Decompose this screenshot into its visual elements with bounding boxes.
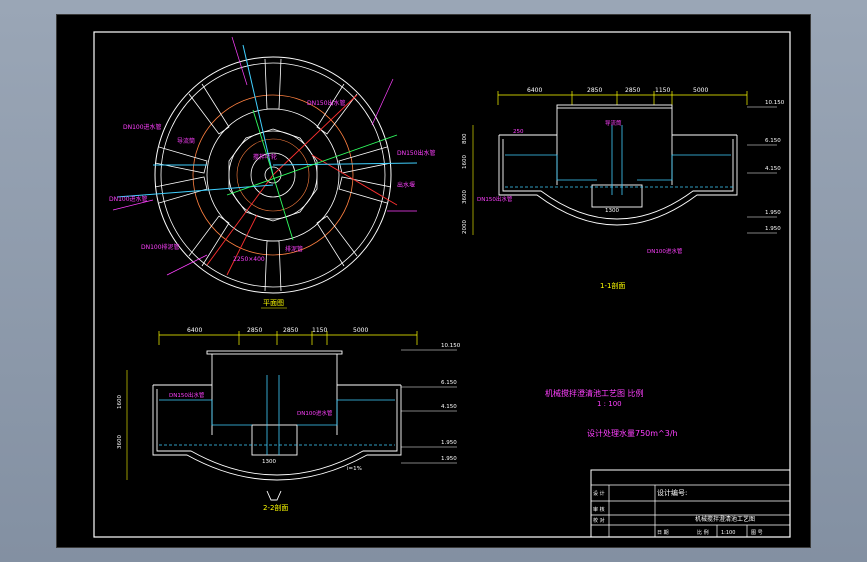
s1-elev-4: 1.950	[765, 210, 781, 216]
s1-dim-3: 2850	[625, 87, 640, 94]
plan-annotation-d: 2250×400	[233, 256, 265, 263]
plan-pipe-left: DN100进水管	[109, 195, 148, 203]
notes-scale: 1 : 100	[597, 400, 622, 408]
plan-annotation-e: 排泥管	[285, 245, 303, 253]
tb-cell-2: 审 核	[593, 506, 605, 513]
s1-width: 1300	[605, 208, 619, 214]
plan-pipe-right: DN150出水管	[397, 149, 436, 157]
s1-dim-2: 2850	[587, 87, 602, 94]
plan-pipe-top: DN150出水管	[307, 99, 346, 107]
s2-left-dim-2: 3600	[117, 435, 123, 449]
tb-cell-4: 日 期	[657, 530, 669, 536]
tb-cell-6: 1:100	[721, 530, 735, 536]
tb-drawing-name: 机械搅拌澄清池工艺图	[695, 515, 755, 523]
title-block: 设计编号: 机械搅拌澄清池工艺图 设 计 审 核 校 对 日 期 比 例 1:1…	[590, 469, 791, 538]
s2-dim-3: 2850	[283, 327, 298, 334]
plan-pipe-bottom: DN100排泥管	[141, 243, 180, 251]
s2-elev-3: 4.150	[441, 404, 457, 410]
s1-pipe-b: DN100进水管	[647, 247, 683, 255]
plan-pipe-lower-left: DN100进水管	[123, 123, 162, 131]
s2-elev-2: 6.150	[441, 380, 457, 386]
s2-pipe-a: DN150出水管	[169, 391, 205, 399]
s1-note: 导流筒	[605, 119, 622, 127]
plan-annotation-a: 导流筒	[177, 137, 195, 145]
s1-elev-5: 1.950	[765, 226, 781, 232]
s1-dim-5: 5000	[693, 87, 708, 94]
section-2-2: 6400 2850 2850 1150 5000	[117, 327, 461, 512]
s2-pipe-b: DN100进水管	[297, 409, 333, 417]
s2-dim-4: 1150	[312, 327, 327, 334]
drawing-sheet: DN100进水管 DN100进水管 DN150出水管 DN150出水管 DN10…	[56, 14, 811, 548]
s1-left-dim-2: 1600	[462, 155, 468, 169]
s2-elev-5: 1.950	[441, 456, 457, 462]
s1-elev-3: 4.150	[765, 166, 781, 172]
s1-left-dim-3: 3600	[462, 190, 468, 204]
s2-dim-2: 2850	[247, 327, 262, 334]
s2-slope: i=1%	[347, 466, 362, 472]
s1-left-dim-4: 2000	[462, 220, 468, 234]
design-notes: 机械搅拌澄清池工艺图 比例 1 : 100 设计处理水量750m^3/h	[545, 388, 678, 438]
plan-annotation-b: 搅拌叶轮	[253, 153, 277, 161]
s1-dim-4: 1150	[655, 87, 670, 94]
tb-cell-7: 图 号	[751, 530, 763, 536]
plan-view: DN100进水管 DN100进水管 DN150出水管 DN150出水管 DN10…	[109, 36, 436, 309]
s1-dim-small: 250	[513, 129, 524, 135]
s2-dim-5: 5000	[353, 327, 368, 334]
notes-capacity: 设计处理水量750m^3/h	[587, 428, 678, 438]
s2-width: 1300	[262, 459, 276, 465]
tb-design-no: 设计编号:	[657, 488, 687, 497]
s1-elev-1: 10.150	[765, 100, 785, 106]
plan-annotation-c: 出水堰	[397, 181, 415, 189]
s1-elev-2: 6.150	[765, 138, 781, 144]
tb-cell-5: 比 例	[697, 529, 709, 536]
s2-left-dim-1: 1600	[117, 395, 123, 409]
drawing-frame	[93, 31, 791, 538]
s1-pipe-a: DN150出水管	[477, 195, 513, 203]
notes-title: 机械搅拌澄清池工艺图 比例	[545, 388, 644, 398]
cad-drawing: DN100进水管 DN100进水管 DN150出水管 DN150出水管 DN10…	[93, 31, 791, 538]
tb-cell-3: 校 对	[593, 517, 605, 524]
s1-caption: 1-1剖面	[600, 281, 625, 290]
section-1-1: 6400 2850 2850 1150 5000	[462, 87, 785, 290]
s2-elev-1: 10.150	[441, 343, 461, 349]
tb-cell-1: 设 计	[593, 490, 605, 497]
s1-dim-1: 6400	[527, 87, 542, 94]
s2-caption: 2-2剖面	[263, 503, 288, 512]
s2-elev-4: 1.950	[441, 440, 457, 446]
s1-left-dim-1: 800	[462, 133, 468, 144]
s2-dim-1: 6400	[187, 327, 202, 334]
plan-caption: 平面图	[263, 299, 284, 307]
